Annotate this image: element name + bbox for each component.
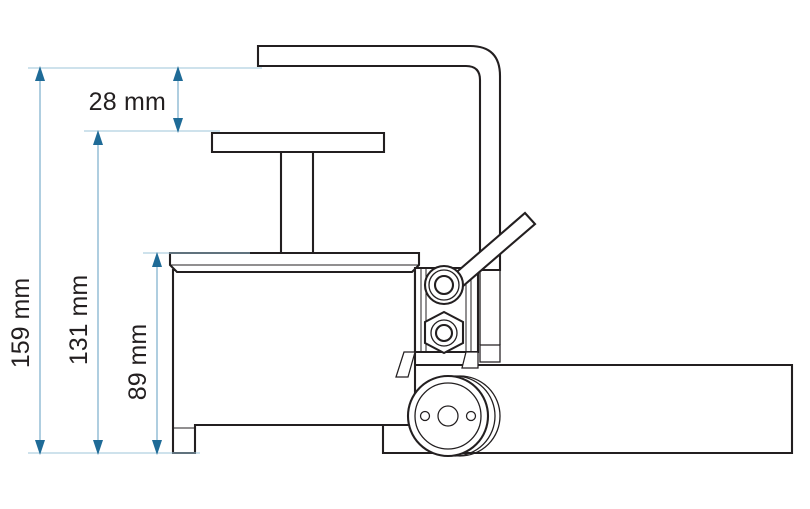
pivot-bushing-bore [433,274,455,296]
hex-nut-bore [434,323,454,343]
hex-nut-ring [430,319,458,347]
dimension-label-159: 159 mm [7,278,35,368]
pivot-bushing-ring [428,269,460,301]
pulley-wheel-hub-bore [437,405,459,427]
vertical-post-foot [479,344,501,363]
bracket-tab-left [395,351,416,378]
pulley-wheel-bolt-hole-left [419,410,431,422]
dimension-arrowhead-bottom-131 [93,440,103,455]
dimension-arrowhead-bottom-28 [173,118,183,133]
machine-geometry [168,44,794,458]
pulley-wheel-bolt-hole-right [465,410,477,422]
t-handle-shaft [279,150,315,255]
body-top-flange [168,251,421,274]
dimension-arrowhead-top-131 [93,130,103,145]
dimension-arrowhead-top-159 [35,66,45,81]
dimension-arrowhead-top-28 [173,66,183,81]
t-handle-bar [210,131,386,154]
bracket-tab-right [461,351,479,369]
dimension-overall-height: 159 mm [7,66,262,455]
dimension-arrowhead-bottom-89 [152,440,162,455]
dimension-arrowhead-bottom-159 [35,440,45,455]
dimension-body-height: 89 mm [124,252,250,455]
dimension-handle-gap: 28 mm [84,66,262,133]
main-body [171,268,417,455]
dimension-arm-clearance: 131 mm [65,130,220,455]
dimension-label-131: 131 mm [65,275,93,365]
dimension-arrowhead-top-89 [152,252,162,267]
dimension-label-89: 89 mm [124,324,152,400]
dimension-label-28: 28 mm [89,88,166,116]
pulley-wheel-rim [414,382,482,450]
